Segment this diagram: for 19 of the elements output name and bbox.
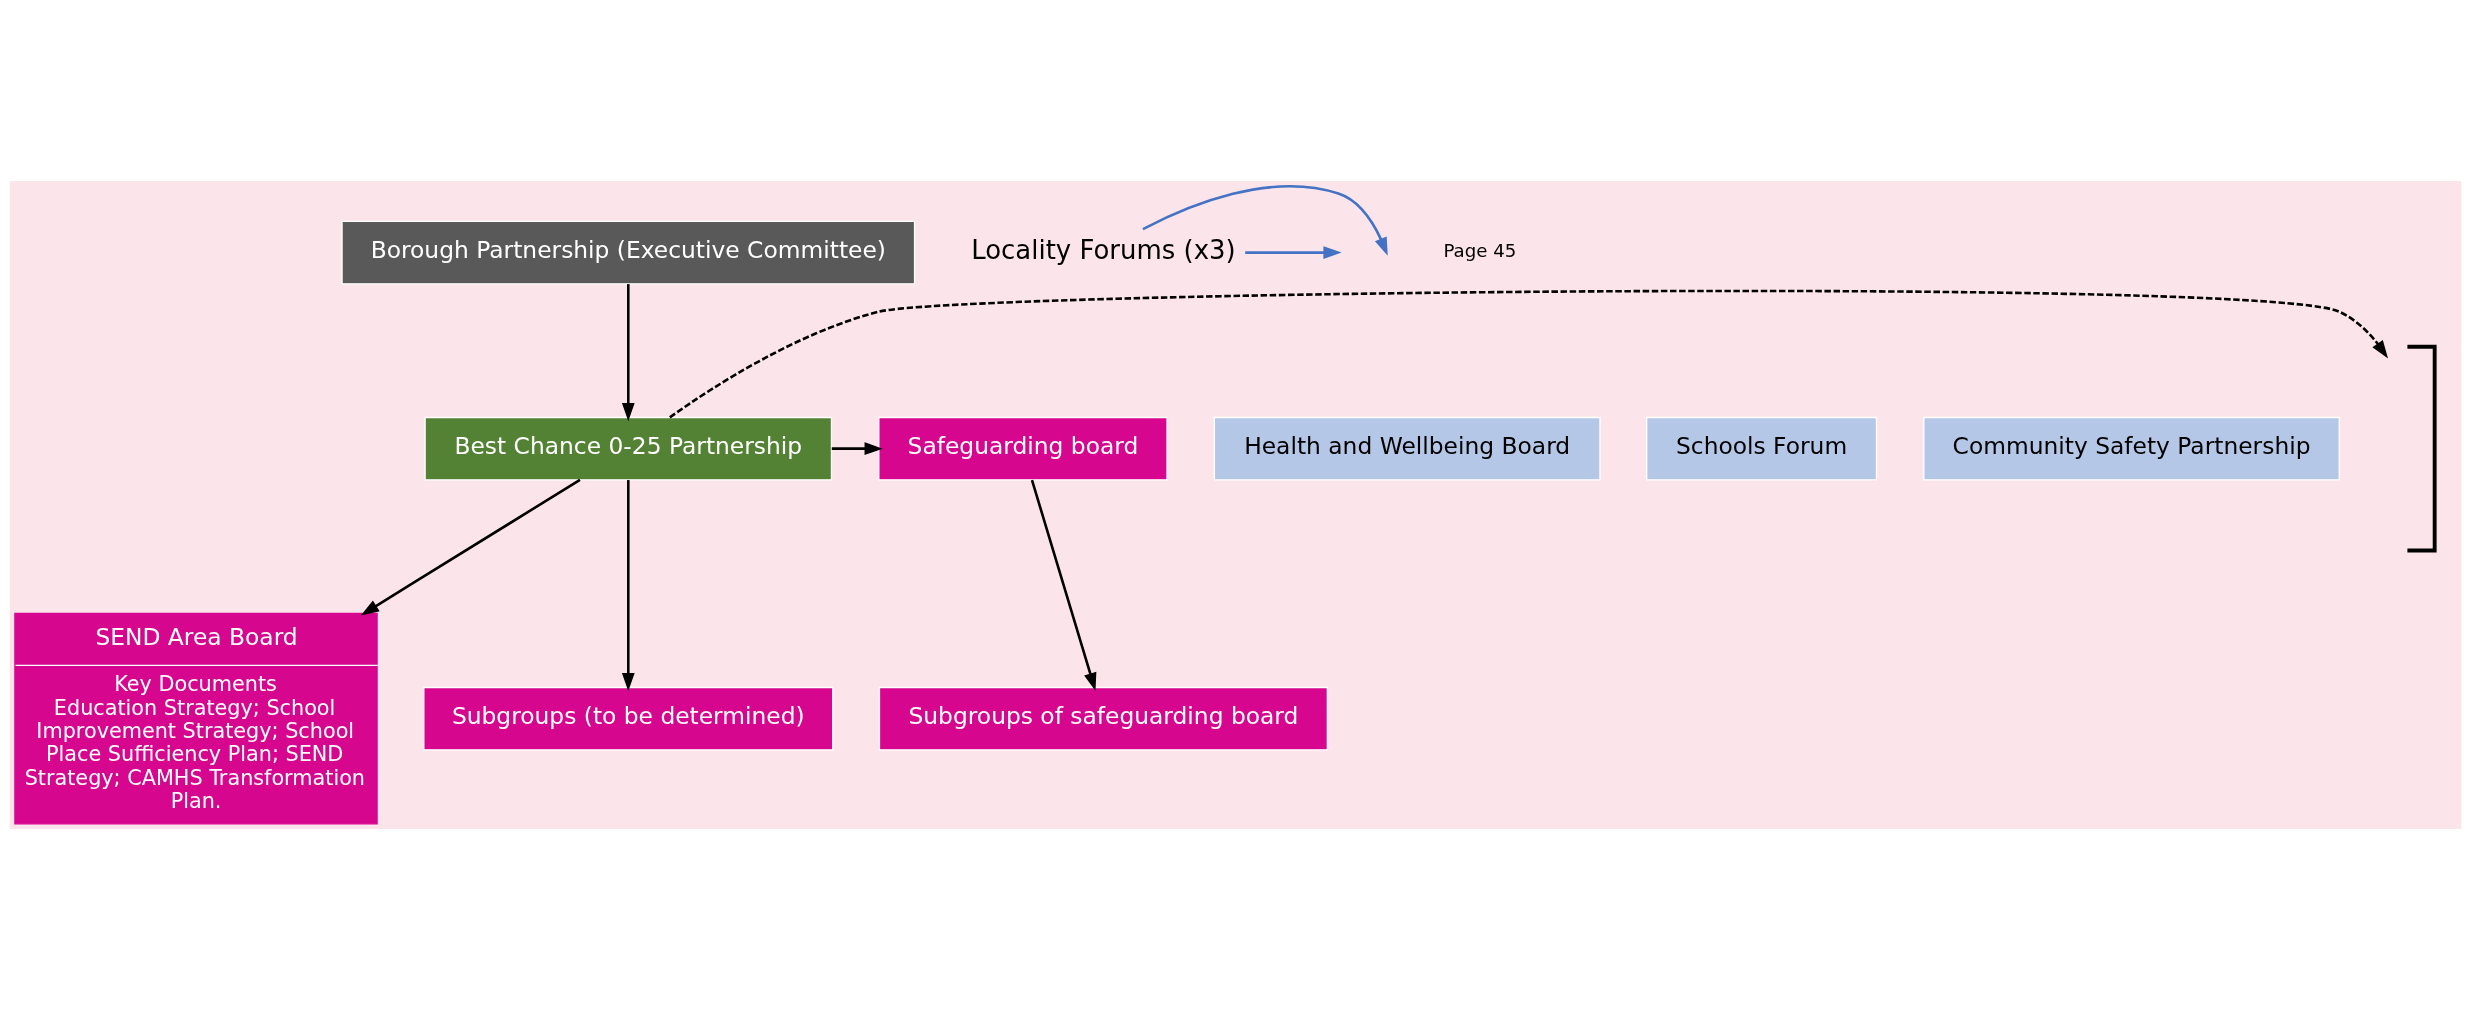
node-box: Subgroups (to be determined) xyxy=(423,686,834,750)
node-box: Health and Wellbeing Board xyxy=(1213,416,1601,480)
node-box: Borough Partnership (Executive Committee) xyxy=(341,220,916,284)
label: Page 45 xyxy=(1443,239,1517,261)
node-text: Locality Forums (x3) xyxy=(971,234,1236,265)
node-box: Schools Forum xyxy=(1646,416,1878,480)
arrow xyxy=(831,441,883,455)
node-box: Community Safety Partnership xyxy=(1923,416,2340,480)
arrow xyxy=(669,289,2389,418)
node-bracket xyxy=(2407,344,2437,552)
arrow xyxy=(621,479,635,691)
arrow xyxy=(1245,245,1342,259)
node-box: Best Chance 0-25 Partnership xyxy=(424,416,833,480)
arrow xyxy=(360,478,581,615)
arrow xyxy=(621,283,635,421)
node-box: Safeguarding board xyxy=(878,416,1168,480)
arrow xyxy=(1030,479,1097,691)
node-box: Subgroups of safeguarding board xyxy=(878,686,1328,750)
arrow xyxy=(1142,184,1388,256)
